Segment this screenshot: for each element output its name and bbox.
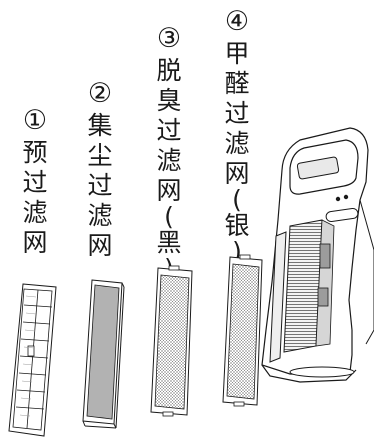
deodorizing-filter-panel (150, 265, 193, 417)
label-char: 滤 (22, 198, 48, 227)
label-char: 过 (156, 116, 182, 145)
label-char: ( (232, 185, 242, 214)
label-char: 臭 (156, 86, 182, 115)
label-char: 预 (22, 138, 48, 167)
label-char: 尘 (87, 141, 113, 170)
label-char: 滤 (87, 201, 113, 230)
label-char: 网 (22, 228, 48, 257)
label-char: 过 (224, 99, 250, 128)
label-char: 醛 (224, 69, 250, 98)
formaldehyde-filter-panel (222, 254, 263, 407)
label-char: ( (164, 202, 174, 231)
dust-filter-panel (82, 279, 125, 429)
label-char: ) (232, 237, 242, 266)
number-2: ② (87, 78, 113, 109)
label-char: 网 (156, 176, 182, 205)
label-prefilter: ① 预 过 滤 网 (21, 106, 49, 258)
air-purifier-unit (261, 127, 374, 383)
label-char: 集 (87, 111, 113, 140)
prefilter-panel (8, 283, 57, 437)
label-char: 滤 (156, 146, 182, 175)
label-char: 银 (224, 211, 250, 240)
label-deodorizing-filter: ③ 脱 臭 过 滤 网 ( 黑 ) (155, 23, 183, 282)
label-char: 过 (87, 171, 113, 200)
label-char: 黑 (156, 228, 182, 257)
label-formaldehyde-filter: ④ 甲 醛 过 滤 网 ( 银 ) (223, 6, 251, 266)
label-dust-filter: ② 集 尘 过 滤 网 (86, 79, 114, 261)
label-char: 滤 (224, 129, 250, 158)
label-char: 过 (22, 168, 48, 197)
label-char: 甲 (224, 39, 250, 68)
label-char: 脱 (156, 56, 182, 85)
number-3: ③ (156, 23, 182, 54)
number-1: ① (22, 105, 48, 136)
label-char: 网 (224, 159, 250, 188)
number-4: ④ (224, 6, 250, 37)
label-char: 网 (87, 231, 113, 260)
